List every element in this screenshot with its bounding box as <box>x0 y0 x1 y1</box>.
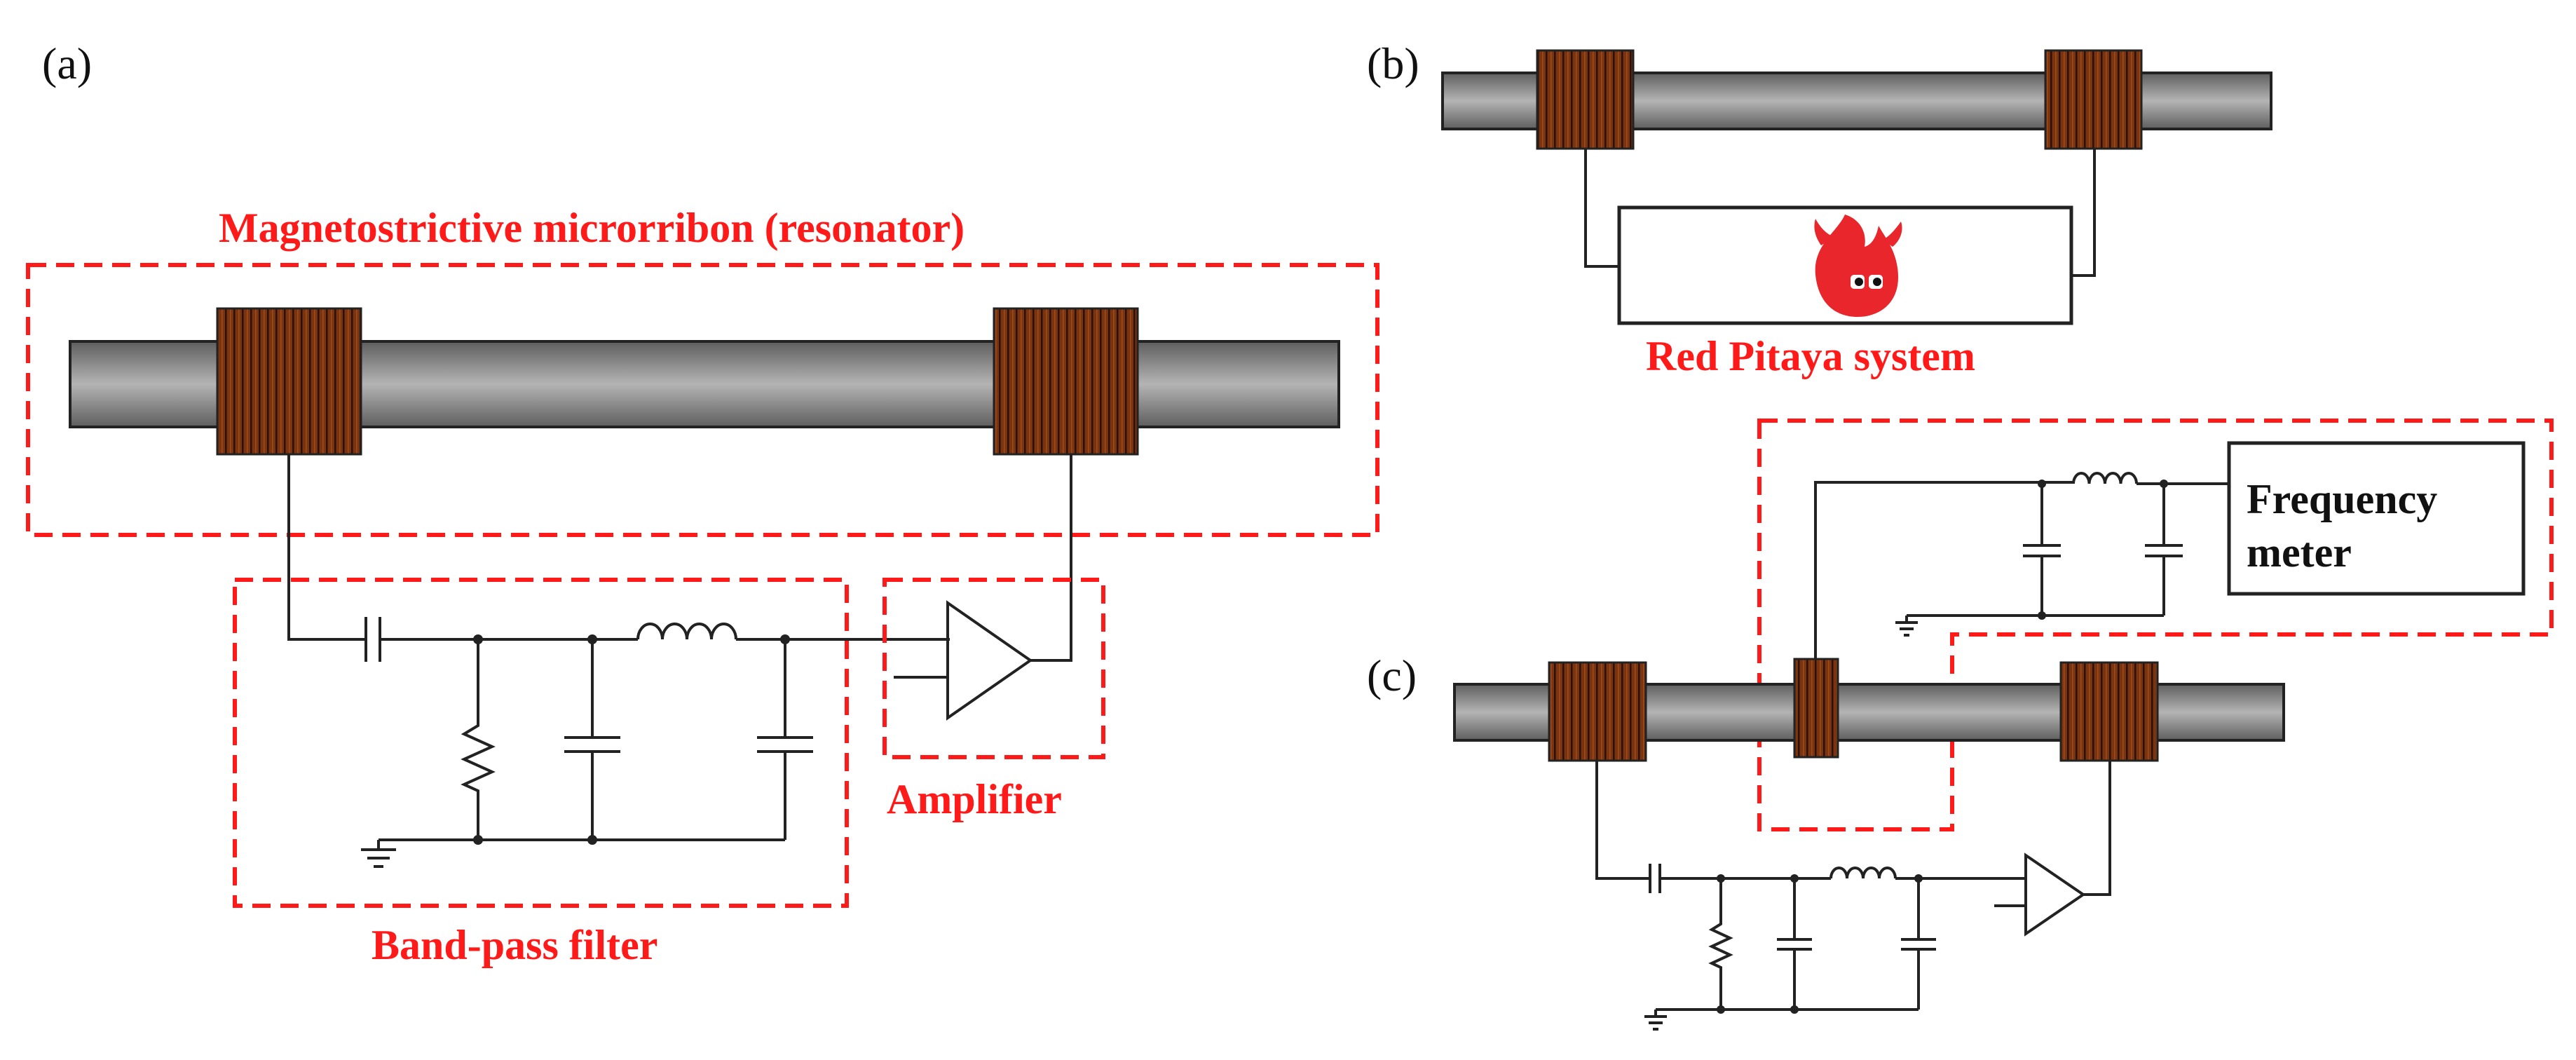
c-amplifier-triangle-icon <box>2024 852 2086 937</box>
c-shunt-capacitor-1 <box>1777 878 1812 1010</box>
sense-coil-wire <box>1814 481 2073 659</box>
junction-dot <box>2160 480 2168 488</box>
red-pitaya-logo-icon <box>1814 215 1902 317</box>
c-coil-input-wire <box>1595 761 1650 880</box>
coil-input-wire <box>287 454 366 641</box>
panel-c-label: (c) <box>1367 651 1417 700</box>
junction-dot <box>473 634 483 644</box>
frequency-meter-label-line1: Frequency <box>2247 476 2437 522</box>
panel-a: (a) Magnetostrictive microrribon (resona… <box>26 39 1379 968</box>
amplifier-triangle-icon <box>946 600 1033 721</box>
c-amplifier-output-wire <box>2083 761 2111 896</box>
amplifier-label: Amplifier <box>887 776 1062 822</box>
band-pass-dashed-box <box>233 578 849 908</box>
junction-dot <box>587 835 597 845</box>
junction-dot <box>2038 611 2046 620</box>
resonator-label: Magnetostrictive microrribon (resonator) <box>219 205 965 251</box>
coil-c-right <box>2059 661 2159 762</box>
shunt-capacitor-1 <box>564 639 620 840</box>
frequency-meter-box <box>2227 441 2526 596</box>
junction-dot <box>1717 874 1725 883</box>
junction-dot <box>780 634 790 644</box>
c-shunt-capacitor-2 <box>1901 878 1936 1010</box>
panel-b: (b) Red Pitaya system <box>1367 39 2272 379</box>
meter-capacitor-2 <box>2145 484 2183 616</box>
meter-capacitor-1 <box>2023 484 2061 616</box>
panel-b-label: (b) <box>1367 39 1419 88</box>
junction-dot <box>473 835 483 845</box>
inductor <box>636 623 737 640</box>
junction-dot <box>1717 1005 1725 1014</box>
amplifier-output-wire <box>1030 454 1072 662</box>
junction-dot <box>1790 874 1799 883</box>
c-shunt-resistor <box>1708 878 1733 1010</box>
junction-dot <box>1790 1005 1799 1014</box>
c-inductor <box>1829 867 1897 879</box>
panel-a-label: (a) <box>42 39 92 88</box>
red-pitaya-wire-left <box>1584 149 1619 268</box>
ground-icon <box>1895 616 1918 637</box>
shunt-capacitor-2 <box>757 639 813 840</box>
pickup-coil <box>993 307 1139 456</box>
red-pitaya-wire-right <box>2071 149 2096 277</box>
junction-dot <box>587 634 597 644</box>
coil-c-sense <box>1793 658 1839 759</box>
amplifier-dashed-box <box>882 578 1105 759</box>
frequency-meter-dashed-outline <box>1757 419 2554 831</box>
junction-dot <box>1914 874 1923 883</box>
coil-c-left <box>1548 661 1647 762</box>
red-pitaya-label: Red Pitaya system <box>1646 333 1975 379</box>
junction-dot <box>2038 480 2046 488</box>
band-pass-label: Band-pass filter <box>372 922 657 968</box>
frequency-meter-label-line2: meter <box>2247 529 2352 576</box>
ground-icon <box>361 840 396 868</box>
meter-inductor <box>2072 472 2138 484</box>
ground-icon <box>1644 1010 1667 1031</box>
resonator-dashed-box <box>26 263 1379 537</box>
coil-b-right <box>2044 49 2143 150</box>
panel-c: (c) Frequency meter <box>1367 419 2554 1031</box>
drive-coil <box>216 307 362 456</box>
shunt-resistor <box>461 639 496 840</box>
coil-b-left <box>1536 49 1635 150</box>
